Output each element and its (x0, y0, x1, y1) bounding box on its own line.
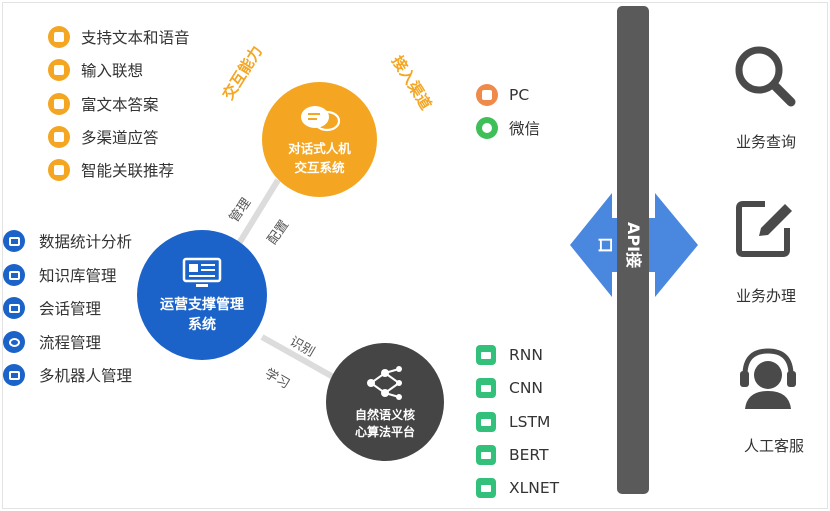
access-item-pc: PC (476, 84, 529, 106)
model-icon (476, 478, 496, 498)
algorithm-item-lstm: LSTM (476, 412, 550, 432)
multichannel-icon (48, 126, 70, 148)
model-icon (476, 412, 496, 432)
knowledge-base-icon (3, 264, 25, 286)
ops-item-3: 会话管理 (3, 297, 101, 319)
ops-item-5: 多机器人管理 (3, 364, 132, 386)
algorithm-item-xlnet: XLNET (476, 478, 559, 498)
interaction-item-4: 多渠道应答 (48, 126, 159, 148)
algorithm-item-rnn: RNN (476, 345, 543, 365)
service-handle-label: 业务办理 (736, 287, 797, 305)
wechat-icon (476, 117, 498, 139)
interaction-item-1: 支持文本和语音 (48, 26, 190, 48)
process-icon (3, 331, 25, 353)
ops-nlp-line (260, 334, 337, 381)
api-interface-bar (617, 6, 649, 494)
dialog-ops-line (232, 178, 281, 252)
monitor-icon (182, 257, 222, 287)
access-item-wechat: 微信 (476, 117, 540, 139)
edit-icon (736, 201, 792, 257)
nlp-platform-circle: 自然语义核 心算法平台 (326, 343, 444, 461)
algorithm-item-cnn: CNN (476, 378, 543, 398)
interaction-item-3: 富文本答案 (48, 93, 159, 115)
service-human-label: 人工客服 (744, 437, 805, 455)
ops-item-1: 数据统计分析 (3, 230, 132, 252)
statistics-icon (3, 230, 25, 252)
chat-icon (48, 26, 70, 48)
session-icon (3, 297, 25, 319)
model-icon (476, 345, 496, 365)
ops-item-2: 知识库管理 (3, 264, 117, 286)
algorithm-item-bert: BERT (476, 445, 549, 465)
robot-icon (48, 93, 70, 115)
nlp-circle-title-1: 自然语义核 (354, 407, 415, 422)
dialog-circle-title-2: 交互系统 (294, 159, 345, 175)
dialog-circle-title-1: 对话式人机 (288, 140, 351, 156)
keyboard-icon (48, 59, 70, 81)
search-icon (735, 46, 796, 107)
ops-system-circle: 运营支撑管理 系统 (137, 230, 267, 360)
api-interface-label: API接口 (596, 221, 643, 269)
model-icon (476, 378, 496, 398)
nlp-circle-title-2: 心算法平台 (354, 424, 415, 439)
customer-service-icon (740, 348, 796, 409)
service-query-label: 业务查询 (736, 133, 797, 151)
interaction-item-2: 输入联想 (48, 59, 143, 81)
recommend-icon (48, 159, 70, 181)
pc-icon (476, 84, 498, 106)
interaction-item-5: 智能关联推荐 (48, 159, 174, 181)
multi-robot-icon (3, 364, 25, 386)
ops-item-4: 流程管理 (3, 331, 101, 353)
network-nodes-icon (367, 365, 402, 400)
model-icon (476, 445, 496, 465)
speech-bubbles-icon (300, 105, 340, 131)
ops-circle-title-2: 系统 (188, 316, 216, 333)
ops-circle-title-1: 运营支撑管理 (160, 296, 244, 313)
dialog-system-circle: 对话式人机 交互系统 (262, 82, 377, 197)
